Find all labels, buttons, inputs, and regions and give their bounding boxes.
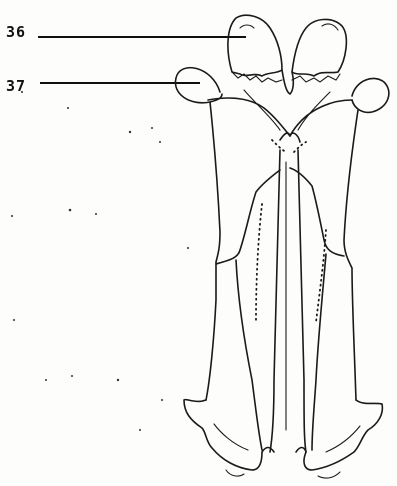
central-rod-right	[298, 150, 306, 452]
lower-right-flare	[304, 400, 382, 470]
left-lateral-process	[175, 68, 222, 103]
dotted-line-left	[256, 204, 262, 320]
right-condyle	[292, 19, 346, 76]
label-36: 36	[6, 23, 26, 41]
central-junction	[280, 133, 300, 142]
left-condyle	[228, 15, 282, 76]
right-border	[344, 110, 358, 400]
left-border	[206, 102, 220, 400]
right-lateral-process	[352, 78, 389, 112]
label-37: 37	[6, 77, 26, 95]
central-notch	[282, 70, 293, 94]
central-rod-left	[270, 150, 280, 452]
